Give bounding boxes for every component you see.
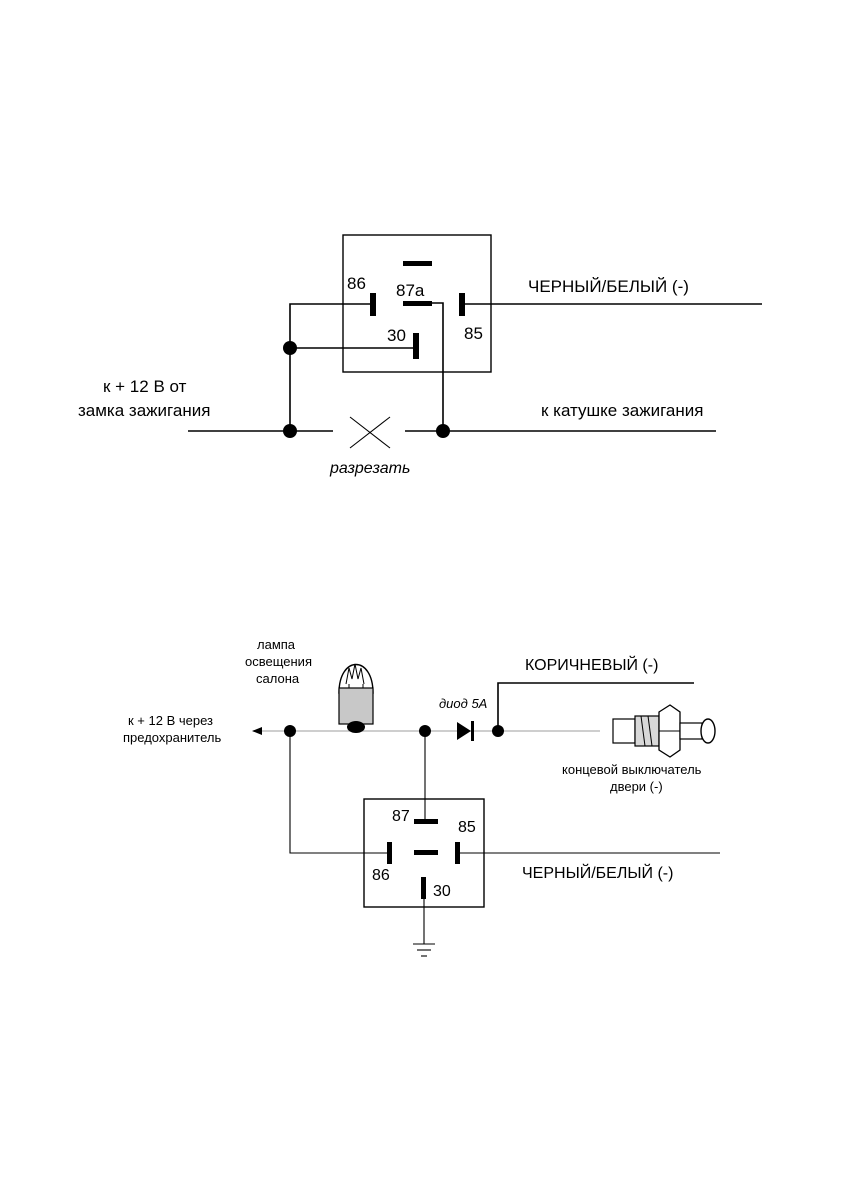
label-lamp-3: салона [256,671,300,686]
relay-2-contact-86 [387,842,392,864]
label-switch-2: двери (-) [610,779,663,794]
relay-1-pin-86: 86 [347,274,366,293]
label-black-white-2: ЧЕРНЫЙ/БЕЛЫЙ (-) [522,863,673,882]
door-switch-icon [612,704,716,758]
label-supply-1: к + 12 В через [128,713,213,728]
cut-mark-icon [349,416,391,449]
relay-2-pin-30: 30 [433,883,451,900]
label-diode: диод 5А [439,696,487,711]
wire-86 [289,303,373,431]
wire-brown [497,682,694,731]
relay-2-contact-30 [421,877,426,899]
label-supply-2: предохранитель [123,730,221,745]
label-lamp-1: лампа [257,637,296,652]
lamp-icon [338,663,374,733]
relay-2-pin-85: 85 [458,819,476,836]
label-ignition-lock-2: замка зажигания [78,401,210,420]
relay-1-contact-87 [403,261,432,266]
relay-2-contact-85 [455,842,460,864]
label-ignition-lock-1: к + 12 В от [103,377,187,396]
relay-1-pin-87a: 87а [396,281,425,300]
relay-2-contact-87 [414,819,438,824]
wire-86 [289,731,389,854]
diagram-interior-light: 87 85 86 30 лампа освещения салона КОРИЧ… [123,637,720,957]
relay-2-pin-86: 86 [372,867,390,884]
diagram-ignition-cut: 86 87а 30 85 ЧЕРНЫЙ/БЕЛЫЙ (-) к + 12 В о… [78,234,762,477]
arrow-left-icon [252,727,262,735]
junction-dot [436,424,450,438]
label-black-white-1: ЧЕРНЫЙ/БЕЛЫЙ (-) [528,277,689,296]
label-switch-1: концевой выключатель [562,762,702,777]
ground-icon [413,943,435,957]
relay-1-pin-85: 85 [464,324,483,343]
label-lamp-2: освещения [245,654,312,669]
relay-1-contact-87a [403,301,432,306]
relay-1-contact-30 [413,333,419,359]
relay-2-contact-87a [414,850,438,855]
label-brown: КОРИЧНЕВЫЙ (-) [525,655,658,674]
diode-icon [457,721,474,741]
label-ignition-coil: к катушке зажигания [541,401,703,420]
relay-2-pin-87: 87 [392,808,410,825]
label-cut: разрезать [329,460,410,477]
junction-dot [283,424,297,438]
wire-87a [432,302,444,431]
relay-1-pin-30: 30 [387,326,406,345]
junction-dot [283,341,297,355]
